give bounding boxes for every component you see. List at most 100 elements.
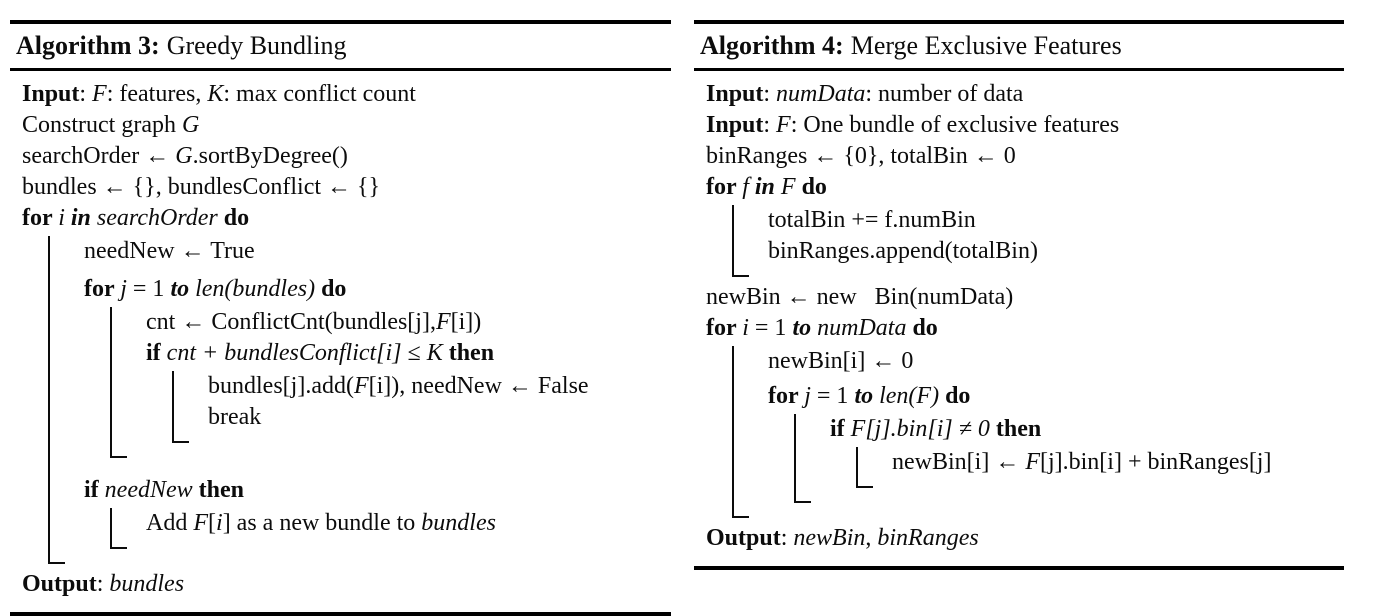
algorithm-4-caption-label: Algorithm 4: [700, 31, 844, 60]
code-segment: [i]) [450, 309, 482, 335]
algorithm-4-box: Algorithm 4:Merge Exclusive Features Inp… [694, 20, 1344, 570]
code-segment: binRanges.append(totalBin) [768, 238, 1038, 264]
code-segment: binRanges ← {0}, totalBin ← 0 [706, 143, 1016, 169]
code-segment: break [208, 404, 262, 430]
code-line: bundles[j].add(F[i]), needNew ← False [208, 371, 667, 402]
code-segment: searchOrder [96, 205, 224, 231]
code-block: cnt ← ConflictCnt(bundles[j],F[i])if cnt… [110, 307, 667, 458]
code-segment: do [801, 174, 827, 200]
code-segment: in [70, 205, 97, 231]
code-segment: newBin [793, 525, 866, 551]
code-segment: : [763, 112, 777, 138]
code-line: binRanges.append(totalBin) [768, 236, 1340, 267]
code-segment: then [995, 416, 1042, 442]
code-line: bundles ← {}, bundlesConflict ← {} [22, 172, 667, 203]
code-segment: binRanges [877, 525, 979, 551]
code-segment: in [754, 174, 781, 200]
code-segment: Input [706, 112, 764, 138]
code-segment: : [96, 571, 110, 597]
code-segment: F[j].bin[i] ≠ 0 [850, 416, 996, 442]
code-line: break [208, 402, 667, 433]
code-segment: i [58, 205, 71, 231]
code-segment: bundles [421, 510, 496, 536]
code-segment: : features, [106, 81, 208, 107]
code-segment: : number of data [865, 81, 1024, 107]
code-segment: K [207, 81, 224, 107]
code-segment: : [780, 525, 794, 551]
code-segment: Construct graph [22, 112, 182, 138]
code-line: for i = 1 to numData do [706, 313, 1340, 344]
code-segment: for [768, 383, 805, 409]
code-line: needNew ← True [84, 236, 667, 267]
code-segment: Input [706, 81, 764, 107]
code-segment: F [435, 309, 451, 335]
algorithm-3-caption-label: Algorithm 3: [16, 31, 160, 60]
code-segment: if [84, 477, 105, 503]
code-segment: numData [817, 315, 913, 341]
code-segment: Input [22, 81, 80, 107]
code-segment: totalBin += f.numBin [768, 207, 976, 233]
code-segment: then [448, 340, 495, 366]
code-segment: : [763, 81, 777, 107]
code-segment: F [1025, 449, 1040, 475]
code-line: newBin[i] ← 0 [768, 346, 1340, 377]
code-line: Construct graph G [22, 110, 667, 141]
code-segment: do [321, 276, 347, 302]
code-segment: G [181, 112, 200, 138]
code-segment: : [79, 81, 93, 107]
code-block: needNew ← True for j = 1 to len(bundles) … [48, 236, 667, 564]
code-segment: , [865, 525, 878, 551]
code-segment: = 1 [126, 276, 171, 302]
algorithm-3-body: Input: F : features, K: max conflict coun… [10, 71, 671, 612]
code-segment: Output [22, 571, 97, 597]
code-segment: i [216, 510, 223, 536]
code-segment: j [120, 276, 127, 302]
algorithm-4-caption: Algorithm 4:Merge Exclusive Features [694, 20, 1344, 71]
code-line: for j = 1 to len(bundles) do [84, 274, 667, 305]
code-line: if needNew then [84, 475, 667, 506]
code-line: for i in searchOrder do [22, 203, 667, 234]
code-line: for j = 1 to len(F) do [768, 381, 1340, 412]
spacer [84, 267, 667, 274]
code-segment: newBin[i] ← 0 [768, 348, 914, 374]
code-segment: len(F) [879, 383, 946, 409]
code-segment: needNew ← True [84, 238, 255, 264]
algorithm-3-box: Algorithm 3:Greedy Bundling Input: F : fe… [10, 20, 671, 616]
algorithm-3-caption: Algorithm 3:Greedy Bundling [10, 20, 671, 71]
code-segment: to [854, 383, 880, 409]
code-line: searchOrder ← G.sortByDegree() [22, 141, 667, 172]
code-segment: newBin ← new Bin(numData) [706, 284, 1014, 310]
code-segment: to [792, 315, 818, 341]
spacer [84, 463, 667, 475]
code-segment: : max conflict count [223, 81, 416, 107]
code-line: Add F[i] as a new bundle to bundles [146, 508, 667, 539]
code-segment: F [780, 174, 802, 200]
code-segment: = 1 [810, 383, 855, 409]
code-line: Input: F: features, K: max conflict coun… [22, 79, 667, 110]
code-segment: F [353, 373, 369, 399]
code-segment: if [146, 340, 167, 366]
code-segment: for [706, 174, 743, 200]
code-segment: len(bundles) [195, 276, 322, 302]
code-line: totalBin += f.numBin [768, 205, 1340, 236]
code-line: for f in F do [706, 172, 1340, 203]
code-segment: do [912, 315, 938, 341]
code-segment: G [175, 143, 193, 169]
code-line: Input: F: One bundle of exclusive featur… [706, 110, 1340, 141]
code-segment: searchOrder ← [22, 143, 176, 169]
code-segment: f [742, 174, 755, 200]
code-segment: do [223, 205, 250, 231]
code-line: newBin[i] ← F[j].bin[i] + binRanges[j] [892, 447, 1340, 478]
code-segment: [j].bin[i] + binRanges[j] [1039, 449, 1272, 475]
code-line: newBin ← new Bin(numData) [706, 282, 1340, 313]
algorithm-4-caption-title: Merge Exclusive Features [850, 31, 1122, 60]
code-segment: needNew [104, 477, 199, 503]
code-segment: do [945, 383, 971, 409]
code-line: Output: newBin, binRanges [706, 523, 1340, 554]
code-line: Input: numData: number of data [706, 79, 1340, 110]
code-line: if cnt + bundlesConflict[i] ≤ K then [146, 338, 667, 369]
